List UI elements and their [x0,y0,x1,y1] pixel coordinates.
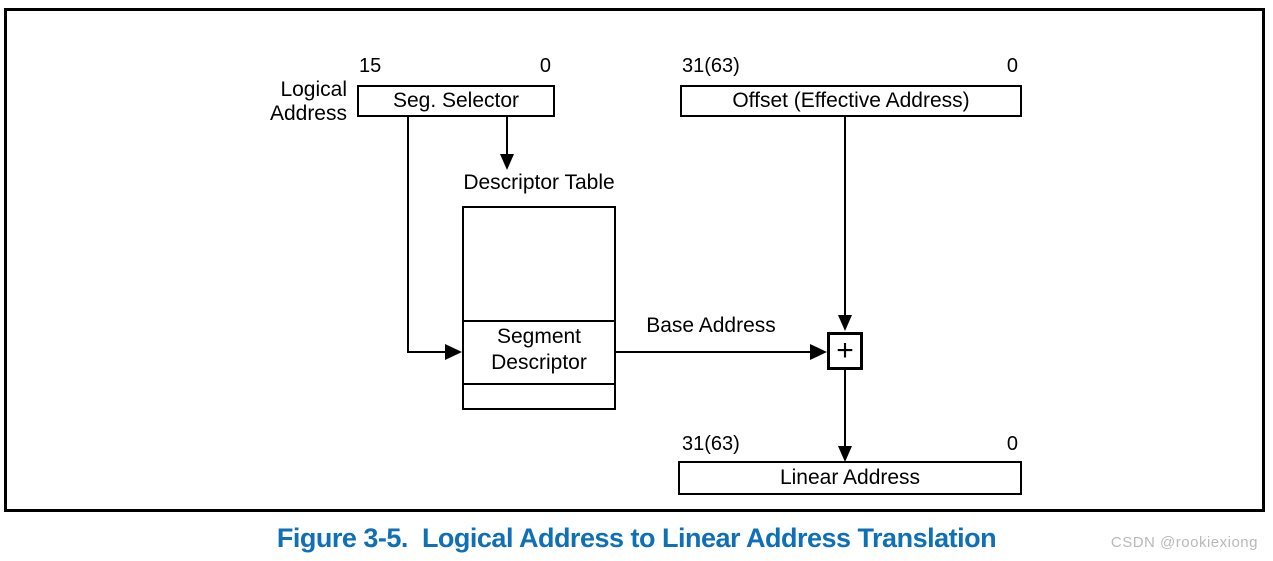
selector-to-table-arrowhead-icon [500,154,514,170]
segment-descriptor-line2: Descriptor [491,351,587,374]
offset-bit-low: 0 [1006,55,1018,77]
base-address-hline [616,351,810,353]
seg-selector-box: Seg. Selector [357,85,555,117]
seg-selector-bit-low: 0 [539,55,551,77]
seg-selector-box-label: Seg. Selector [392,89,520,112]
segment-descriptor-entry: Segment Descriptor [462,324,616,376]
base-address-label: Base Address [646,314,776,337]
linear-address-bit-labels: 31(63) 0 [682,433,1018,455]
adder-box: + [827,332,863,370]
selector-to-table-vline [506,117,508,155]
offset-bit-high: 31(63) [682,55,740,77]
linear-address-box: Linear Address [678,461,1022,495]
offset-bit-labels: 31(63) 0 [682,55,1018,77]
selector-to-descriptor-vline [407,117,409,352]
logical-address-label: Logical Address [225,78,347,126]
watermark-text: CSDN @rookiexiong [1110,534,1258,551]
offset-to-adder-arrowhead-icon [838,315,852,331]
descriptor-table-divider-top [464,320,614,322]
figure-border-frame [4,8,1265,512]
logical-address-label-line1: Logical [280,78,347,101]
logical-address-label-line2: Address [269,102,347,125]
descriptor-table-divider-bottom [464,383,614,385]
offset-box-label: Offset (Effective Address) [732,89,970,112]
linear-address-bit-low: 0 [1006,433,1018,455]
selector-to-descriptor-arrowhead-icon [445,344,462,360]
selector-to-descriptor-hline [407,351,447,353]
offset-to-adder-vline [844,117,846,316]
base-address-arrowhead-icon [810,344,827,360]
offset-box: Offset (Effective Address) [680,85,1022,117]
segment-descriptor-line1: Segment [496,325,582,348]
figure-caption: Figure 3-5. Logical Address to Linear Ad… [276,523,997,553]
descriptor-table-title: Descriptor Table [463,171,615,194]
seg-selector-bit-high: 15 [359,55,382,77]
adder-to-linear-vline [844,370,846,446]
linear-address-box-label: Linear Address [779,466,921,489]
seg-selector-bit-labels: 15 0 [359,55,551,77]
adder-to-linear-arrowhead-icon [838,446,852,462]
linear-address-bit-high: 31(63) [682,433,740,455]
plus-icon: + [836,334,854,367]
descriptor-table-box [462,206,616,410]
